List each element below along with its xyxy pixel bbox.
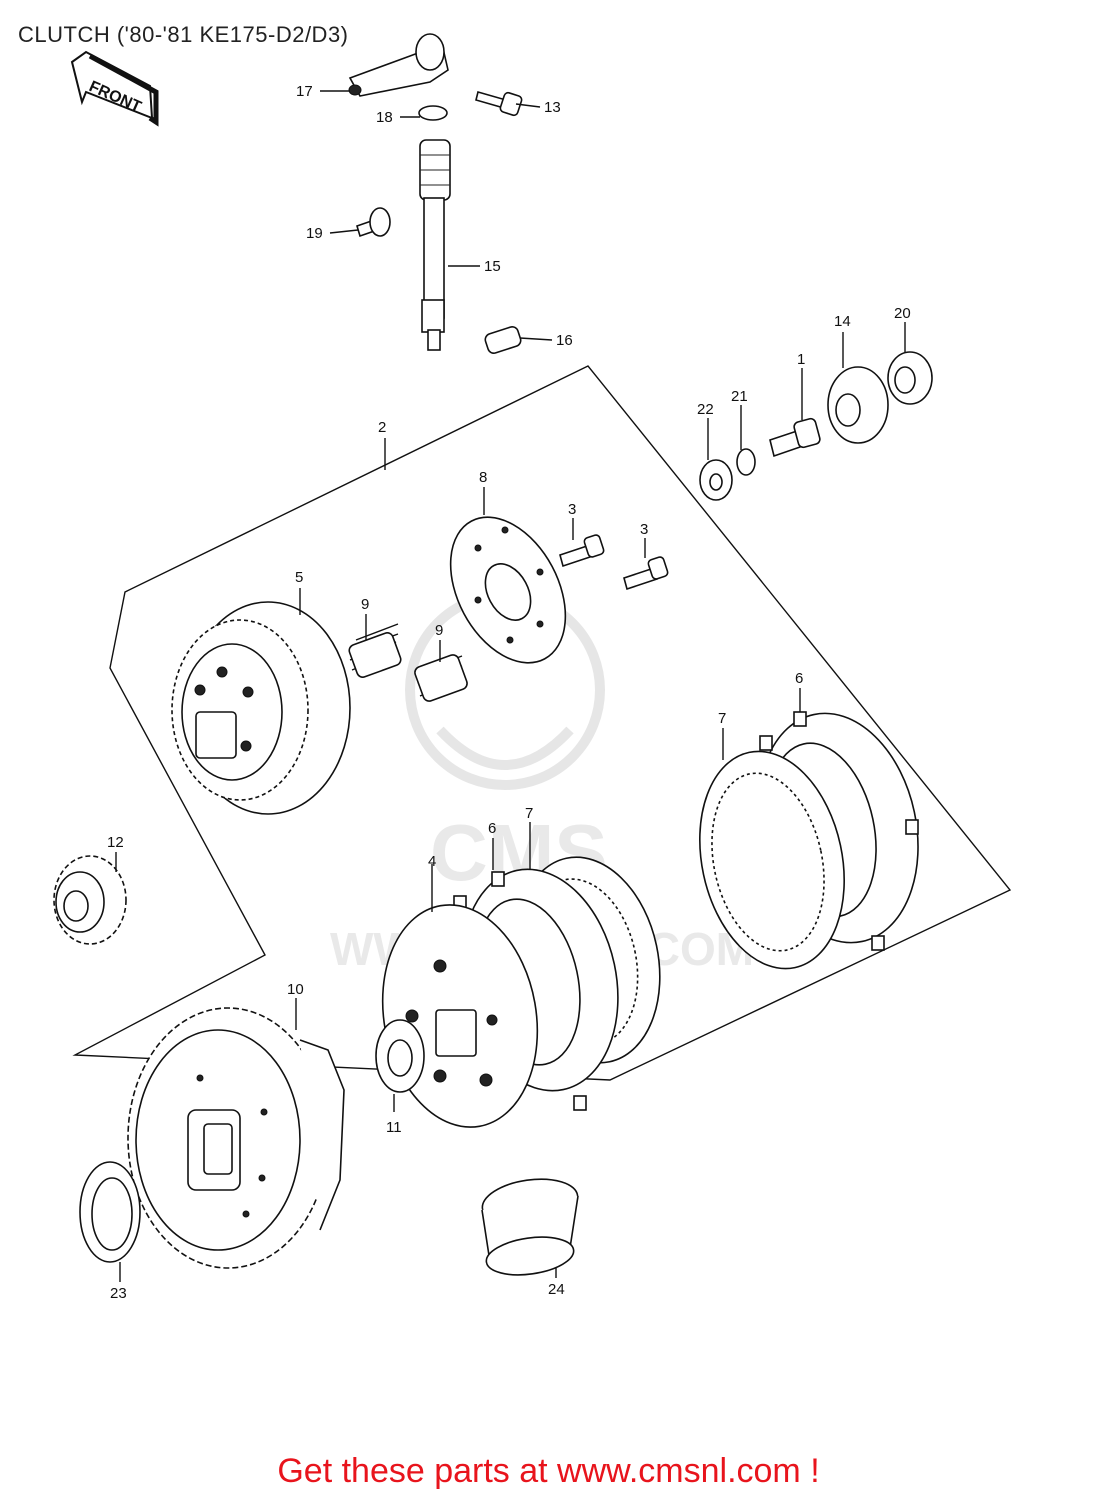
part-23-thrust-washer: [79, 1161, 141, 1263]
callout-3-b: 3: [640, 521, 648, 538]
callout-19: 19: [306, 225, 323, 242]
callout-16: 16: [556, 332, 573, 349]
callout-18: 18: [376, 109, 393, 126]
part-1-bolt: [769, 417, 821, 458]
part-10-clutch-housing: [127, 1007, 345, 1269]
callout-2: 2: [378, 419, 386, 436]
assembly-outline: [72, 365, 1012, 1081]
callout-15: 15: [484, 258, 501, 275]
callout-17: 17: [296, 83, 313, 100]
part-22-washer: [699, 459, 733, 501]
callout-23: 23: [110, 1285, 127, 1302]
callout-6-b: 6: [488, 820, 496, 837]
part-5-clutch-hub: [171, 601, 351, 815]
callout-6-a: 6: [795, 670, 803, 687]
part-9-spring-b: [414, 654, 468, 702]
callout-7-a: 7: [718, 710, 726, 727]
part-21-lock-washer: [736, 448, 756, 476]
part-9-spring-a: [348, 623, 402, 678]
callout-7-b: 7: [525, 805, 533, 822]
part-19-screw: [356, 207, 391, 238]
callout-14: 14: [834, 313, 851, 330]
callout-24: 24: [548, 1281, 565, 1298]
part-13-bolt: [475, 91, 523, 117]
callout-12: 12: [107, 834, 124, 851]
diagram-title: CLUTCH ('80-'81 KE175-D2/D3): [18, 22, 349, 47]
callout-9-b: 9: [435, 622, 443, 639]
part-15-release-shaft: [419, 139, 451, 351]
callout-21: 21: [731, 388, 748, 405]
part-11-washer: [375, 1019, 425, 1093]
part-14-oil-seal: [827, 366, 889, 444]
callout-20: 20: [894, 305, 911, 322]
callout-3-a: 3: [568, 501, 576, 518]
part-16-pin: [484, 325, 522, 355]
part-17-release-lever: [348, 33, 449, 97]
callout-10: 10: [287, 981, 304, 998]
callout-5: 5: [295, 569, 303, 586]
leader-lines: [115, 90, 906, 1282]
callout-13: 13: [544, 99, 561, 116]
part-18-o-ring: [418, 105, 448, 121]
callout-8: 8: [479, 469, 487, 486]
part-3-bolt-b: [623, 556, 669, 591]
front-arrow-icon: FRONT: [70, 50, 159, 127]
part-24-collar: [481, 1178, 579, 1276]
callout-11: 11: [386, 1119, 402, 1136]
part-3-bolt-a: [559, 534, 605, 568]
part-8-spring-plate: [449, 516, 567, 664]
callout-4: 4: [428, 853, 436, 870]
part-7-steel-plate-a: [699, 750, 845, 970]
callout-labels: 17 18 13 19 15 16 2 1 14 20 21 22 8 3 3 …: [107, 83, 911, 1302]
callout-1: 1: [797, 351, 805, 368]
part-20-bearing: [887, 351, 933, 405]
callout-9-a: 9: [361, 596, 369, 613]
part-12-gear: [53, 855, 127, 945]
callout-22: 22: [697, 401, 714, 418]
footer-link-text[interactable]: Get these parts at www.cmsnl.com !: [277, 1452, 820, 1490]
